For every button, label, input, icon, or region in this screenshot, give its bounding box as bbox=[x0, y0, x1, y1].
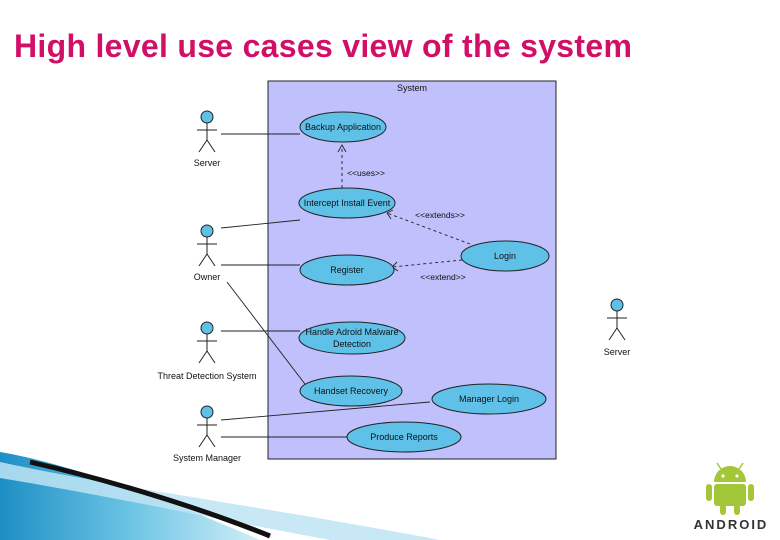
corner-swoosh bbox=[0, 452, 440, 540]
relation-uses-label: <<uses>> bbox=[347, 168, 385, 178]
usecase-register-label: Register bbox=[330, 265, 364, 275]
uses-arrowhead bbox=[337, 144, 347, 153]
extends-1-line bbox=[386, 212, 471, 245]
android-robot-icon bbox=[706, 462, 754, 515]
extends-1-arrowhead bbox=[386, 209, 394, 220]
actor-threat[interactable] bbox=[197, 321, 217, 364]
usecase-mgrlogin-label: Manager Login bbox=[459, 394, 519, 404]
usecase-malware[interactable]: Handle Adroid Malware Detection bbox=[298, 321, 406, 355]
assoc-owner-intercept bbox=[220, 219, 301, 229]
actor-head-icon bbox=[200, 110, 214, 124]
usecase-reports-label: Produce Reports bbox=[370, 432, 438, 442]
usecase-reports[interactable]: Produce Reports bbox=[346, 421, 462, 453]
usecase-login-label: Login bbox=[494, 251, 516, 261]
usecase-malware-label-line2: Detection bbox=[333, 339, 371, 349]
usecase-register[interactable]: Register bbox=[299, 254, 395, 286]
actor-head-icon bbox=[610, 298, 624, 312]
actor-owner[interactable] bbox=[197, 224, 217, 267]
actor-head-icon bbox=[200, 405, 214, 419]
assoc-sysmgr-mgrlogin bbox=[220, 401, 431, 421]
actor-server-left[interactable] bbox=[197, 110, 217, 153]
actor-sysmgr-label: System Manager bbox=[173, 453, 241, 463]
actor-threat-label: Threat Detection System bbox=[157, 371, 256, 381]
android-wordmark: ANDROID bbox=[694, 517, 769, 532]
actor-head-icon bbox=[200, 321, 214, 335]
usecase-handset-label: Handset Recovery bbox=[314, 386, 389, 396]
actor-server-right-label: Server bbox=[604, 347, 631, 357]
usecase-intercept-label: Intercept Install Event bbox=[304, 198, 391, 208]
system-label: System bbox=[397, 83, 427, 93]
usecase-mgrlogin[interactable]: Manager Login bbox=[431, 383, 547, 415]
slide-title: High level use cases view of the system bbox=[14, 28, 633, 64]
usecase-handset[interactable]: Handset Recovery bbox=[299, 375, 403, 407]
relation-extends-label: <<extends>> bbox=[415, 210, 465, 220]
actor-server-right[interactable] bbox=[607, 298, 627, 341]
usecase-intercept[interactable]: Intercept Install Event bbox=[298, 187, 396, 219]
actor-head-icon bbox=[200, 224, 214, 238]
usecase-malware-label-line1: Handle Adroid Malware bbox=[305, 327, 398, 337]
usecase-backup[interactable]: Backup Application bbox=[299, 111, 387, 143]
assoc-owner-handset bbox=[226, 281, 309, 389]
actor-sysmgr[interactable] bbox=[197, 405, 217, 448]
actor-owner-label: Owner bbox=[194, 272, 221, 282]
relation-extend-label: <<extend>> bbox=[420, 272, 465, 282]
usecase-login[interactable]: Login bbox=[460, 240, 550, 272]
usecase-backup-label: Backup Application bbox=[305, 122, 381, 132]
actor-server-left-label: Server bbox=[194, 158, 221, 168]
associations bbox=[220, 133, 431, 438]
